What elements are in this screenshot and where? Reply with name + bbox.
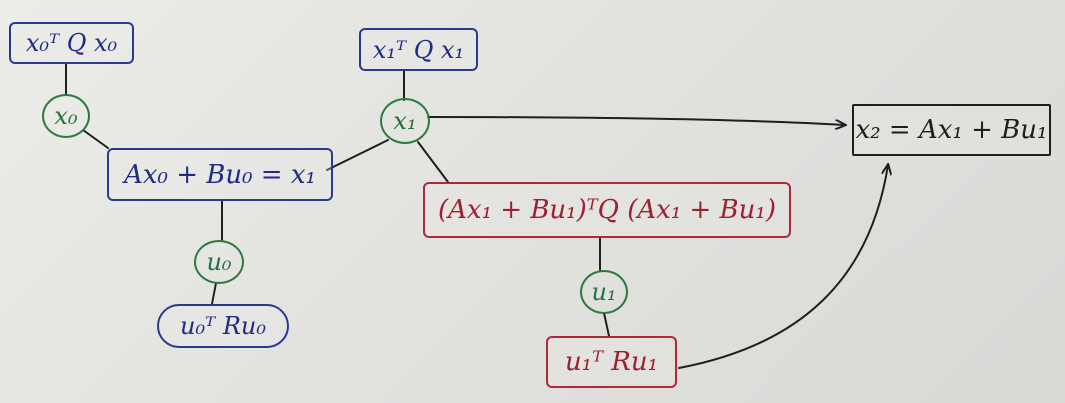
edge-u0-u0cost bbox=[211, 282, 217, 305]
edge-u1cost-x2def bbox=[678, 165, 888, 369]
x1-node: x₁ bbox=[380, 98, 430, 144]
u1-cost-box: u₁ᵀ Ru₁ bbox=[546, 336, 677, 388]
edge-u1-u1cost bbox=[603, 312, 610, 337]
edge-x1-x2def bbox=[427, 116, 845, 125]
u0-cost-box: u₀ᵀ Ru₀ bbox=[157, 304, 289, 348]
x2-definition-box: x₂ = Ax₁ + Bu₁ bbox=[852, 104, 1051, 156]
x0-cost-box: x₀ᵀ Q x₀ bbox=[9, 22, 134, 64]
x0-node: x₀ bbox=[42, 94, 90, 138]
edge-x1-dynamics1cost bbox=[417, 141, 449, 183]
dynamics1-cost-box: (Ax₁ + Bu₁)ᵀQ (Ax₁ + Bu₁) bbox=[423, 182, 791, 238]
x1-cost-box: x₁ᵀ Q x₁ bbox=[359, 28, 478, 71]
edge-x0-dynamics0 bbox=[82, 129, 109, 149]
edge-x1-dynamics0 bbox=[326, 139, 389, 171]
u1-node: u₁ bbox=[580, 270, 628, 314]
dynamics0-box: Ax₀ + Bu₀ = x₁ bbox=[107, 148, 333, 201]
u0-node: u₀ bbox=[194, 240, 244, 284]
